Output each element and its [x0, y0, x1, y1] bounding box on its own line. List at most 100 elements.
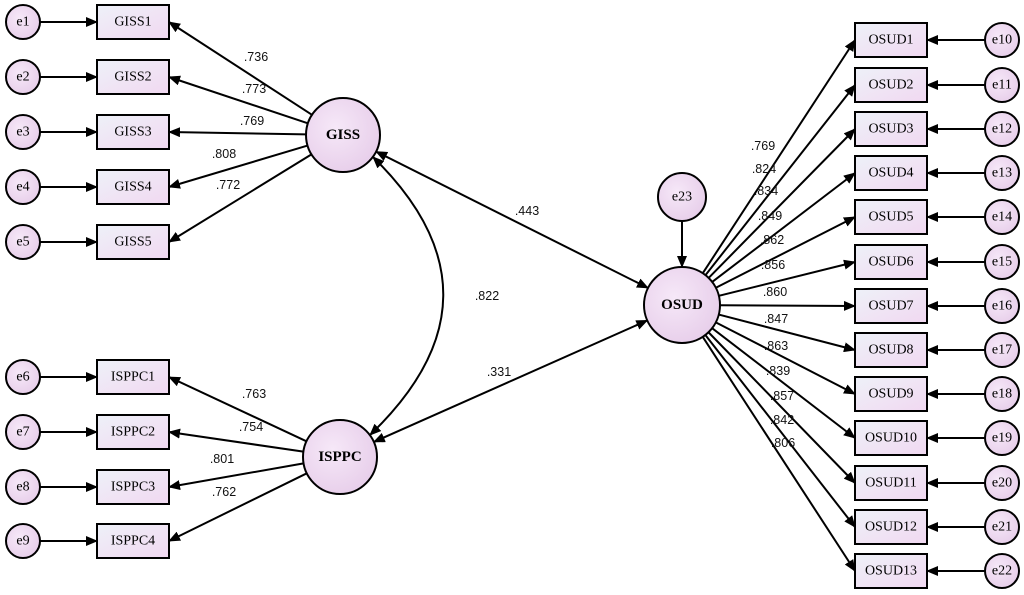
loading-label: .856: [761, 258, 785, 272]
osud-loading-arrow: [718, 313, 856, 353]
error-term: [984, 332, 1020, 368]
isppc-loading-arrow: [168, 376, 307, 443]
observed-variable-label: ISPPC3: [111, 480, 155, 495]
loading-label: .824: [752, 162, 776, 176]
loading-label: .773: [242, 82, 266, 96]
observed-variable-label: OSUD13: [865, 564, 917, 579]
observed-variable: [96, 469, 170, 505]
osud-latent-label: OSUD: [661, 297, 703, 313]
observed-variable: [854, 111, 928, 147]
error-term: [5, 224, 41, 260]
osud-loading-arrow: [707, 331, 856, 484]
osud-loading-arrow: [701, 39, 856, 274]
osud-loading-arrow: [711, 172, 856, 283]
error-term: [5, 523, 41, 559]
error-term: [984, 244, 1020, 280]
error-term-label: e20: [992, 476, 1012, 491]
osud-loading-arrow: [704, 84, 856, 276]
loading-label: .862: [760, 233, 784, 247]
observed-variable-label: ISPPC1: [111, 370, 155, 385]
observed-variable: [854, 67, 928, 103]
error-term: [984, 509, 1020, 545]
error-term-label: e18: [992, 387, 1012, 402]
loading-label: .860: [763, 285, 787, 299]
error-term-label: e4: [16, 180, 29, 195]
error-term-label: e21: [992, 520, 1012, 535]
observed-variable-label: OSUD1: [868, 33, 913, 48]
osud-loading-arrow: [715, 216, 856, 289]
loading-label: .763: [242, 387, 266, 401]
observed-variable-label: OSUD10: [865, 431, 917, 446]
loading-label: .857: [770, 389, 794, 403]
disturbance-label: e23: [672, 190, 692, 205]
error-term: [5, 359, 41, 395]
giss-loading-arrow: [168, 153, 313, 243]
isppc-osud-path: [372, 319, 649, 443]
giss-loading-arrow: [168, 75, 309, 125]
giss-isppc-covariance: [369, 156, 445, 436]
error-term: [5, 414, 41, 450]
observed-variable-label: GISS5: [114, 235, 151, 250]
observed-variable-label: OSUD5: [868, 210, 913, 225]
loading-label: .762: [212, 485, 236, 499]
error-term: [984, 553, 1020, 589]
observed-variable: [96, 59, 170, 95]
observed-variable: [854, 376, 928, 412]
error-term-label: e10: [992, 33, 1012, 48]
observed-variable-label: GISS1: [114, 15, 151, 30]
loading-label: .808: [212, 147, 236, 161]
loading-label: .801: [210, 452, 234, 466]
error-term-label: e19: [992, 431, 1012, 446]
isppc-loading-arrow: [168, 462, 304, 491]
error-term: [5, 4, 41, 40]
observed-variable: [854, 22, 928, 58]
giss-loading-arrow: [168, 144, 308, 189]
error-term: [984, 465, 1020, 501]
observed-variable: [96, 114, 170, 150]
loading-label: .772: [216, 178, 240, 192]
error-term-label: e7: [16, 425, 29, 440]
error-term-label: e5: [16, 235, 29, 250]
error-term: [5, 59, 41, 95]
error-term-label: e13: [992, 166, 1012, 181]
giss-loading-arrow: [168, 21, 313, 116]
observed-variable-label: OSUD4: [868, 166, 913, 181]
loading-label: .863: [764, 339, 788, 353]
labels-layer: .736.773.769.808.772.763.754.801.762.769…: [210, 50, 795, 499]
observed-variable: [854, 420, 928, 456]
observed-variable: [854, 553, 928, 589]
loading-label: .769: [240, 114, 264, 128]
covariance-coefficient: .822: [475, 289, 499, 303]
observed-variable-label: GISS4: [114, 180, 151, 195]
isppc-latent-label: ISPPC: [318, 449, 361, 465]
observed-variable: [854, 332, 928, 368]
osud-loading-arrow: [715, 321, 856, 395]
error-term-label: e9: [16, 534, 29, 549]
observed-variable: [854, 244, 928, 280]
observed-variable-label: GISS3: [114, 125, 151, 140]
error-term: [984, 420, 1020, 456]
loading-label: .834: [754, 184, 778, 198]
giss-latent-label: GISS: [326, 127, 360, 143]
path-coefficient: .443: [515, 204, 539, 218]
loading-label: .769: [751, 139, 775, 153]
error-term: [984, 376, 1020, 412]
osud-loading-arrow: [719, 300, 856, 311]
observed-variable: [854, 199, 928, 235]
error-term: [984, 67, 1020, 103]
observed-variable: [854, 155, 928, 191]
error-term: [984, 155, 1020, 191]
isppc-loading-arrow: [168, 428, 304, 453]
error-term: [5, 114, 41, 150]
loading-label: .849: [758, 209, 782, 223]
giss-latent: [305, 97, 381, 173]
error-term-label: e8: [16, 480, 29, 495]
observed-variable-label: ISPPC2: [111, 425, 155, 440]
error-term-label: e17: [992, 343, 1012, 358]
loading-label: .839: [766, 364, 790, 378]
error-term-label: e16: [992, 299, 1012, 314]
error-term-label: e15: [992, 255, 1012, 270]
osud-loading-arrow: [701, 336, 856, 572]
osud-loading-arrow: [707, 128, 856, 279]
observed-variable-label: OSUD6: [868, 255, 913, 270]
